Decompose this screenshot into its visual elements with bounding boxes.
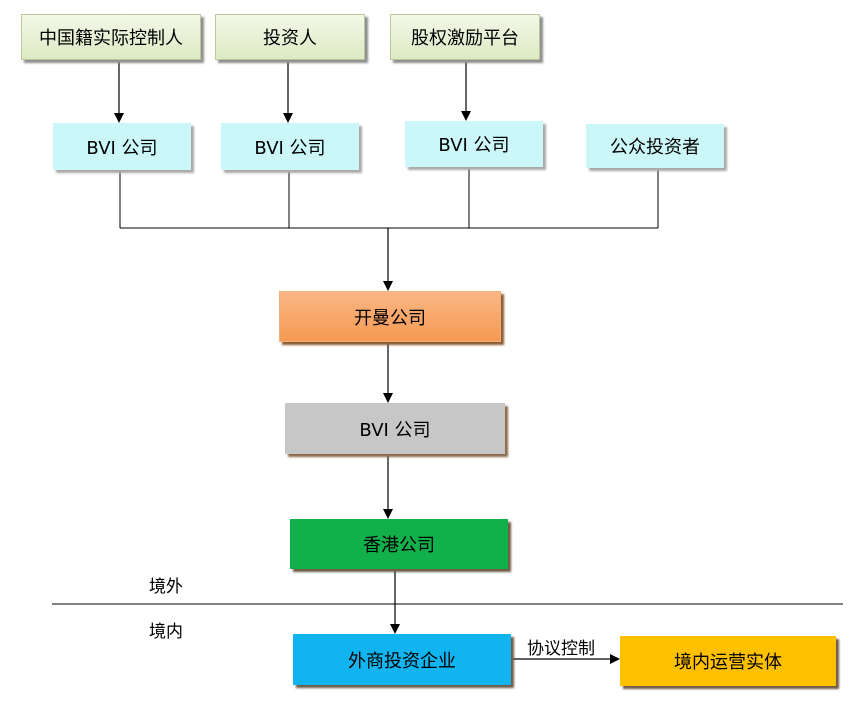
node-domestic-entity-label: 境内运营实体 xyxy=(674,652,782,673)
node-wfoe-label: 外商投资企业 xyxy=(348,650,456,672)
node-bvi-1-label: BVI 公司 xyxy=(86,137,158,159)
node-investor-label: 投资人 xyxy=(263,28,317,49)
node-hk: 香港公司 xyxy=(290,519,508,569)
label-agreement: 协议控制 xyxy=(527,639,595,659)
node-hk-label: 香港公司 xyxy=(363,535,435,556)
node-kaiman: 开曼公司 xyxy=(279,291,501,342)
node-bvi-3-label: BVI 公司 xyxy=(438,135,510,156)
node-bvi-mid: BVI 公司 xyxy=(285,403,505,454)
node-public-investors-label: 公众投资者 xyxy=(610,137,700,158)
node-bvi-2-label: BVI 公司 xyxy=(254,137,326,159)
node-bvi-mid-label: BVI 公司 xyxy=(359,419,431,441)
label-onshore: 境内 xyxy=(149,622,183,642)
node-incentive-platform-label: 股权激励平台 xyxy=(411,28,519,49)
node-controller: 中国籍实际控制人 xyxy=(21,14,201,60)
node-wfoe: 外商投资企业 xyxy=(293,634,511,685)
node-kaiman-label: 开曼公司 xyxy=(354,307,426,329)
node-controller-label: 中国籍实际控制人 xyxy=(39,28,183,49)
node-bvi-2: BVI 公司 xyxy=(221,123,359,170)
node-bvi-3: BVI 公司 xyxy=(405,121,543,167)
node-investor: 投资人 xyxy=(215,14,365,60)
node-bvi-1: BVI 公司 xyxy=(53,123,191,170)
node-incentive-platform: 股权激励平台 xyxy=(390,14,540,60)
label-offshore: 境外 xyxy=(149,577,183,597)
node-public-investors: 公众投资者 xyxy=(586,124,724,168)
node-domestic-entity: 境内运营实体 xyxy=(620,636,836,686)
